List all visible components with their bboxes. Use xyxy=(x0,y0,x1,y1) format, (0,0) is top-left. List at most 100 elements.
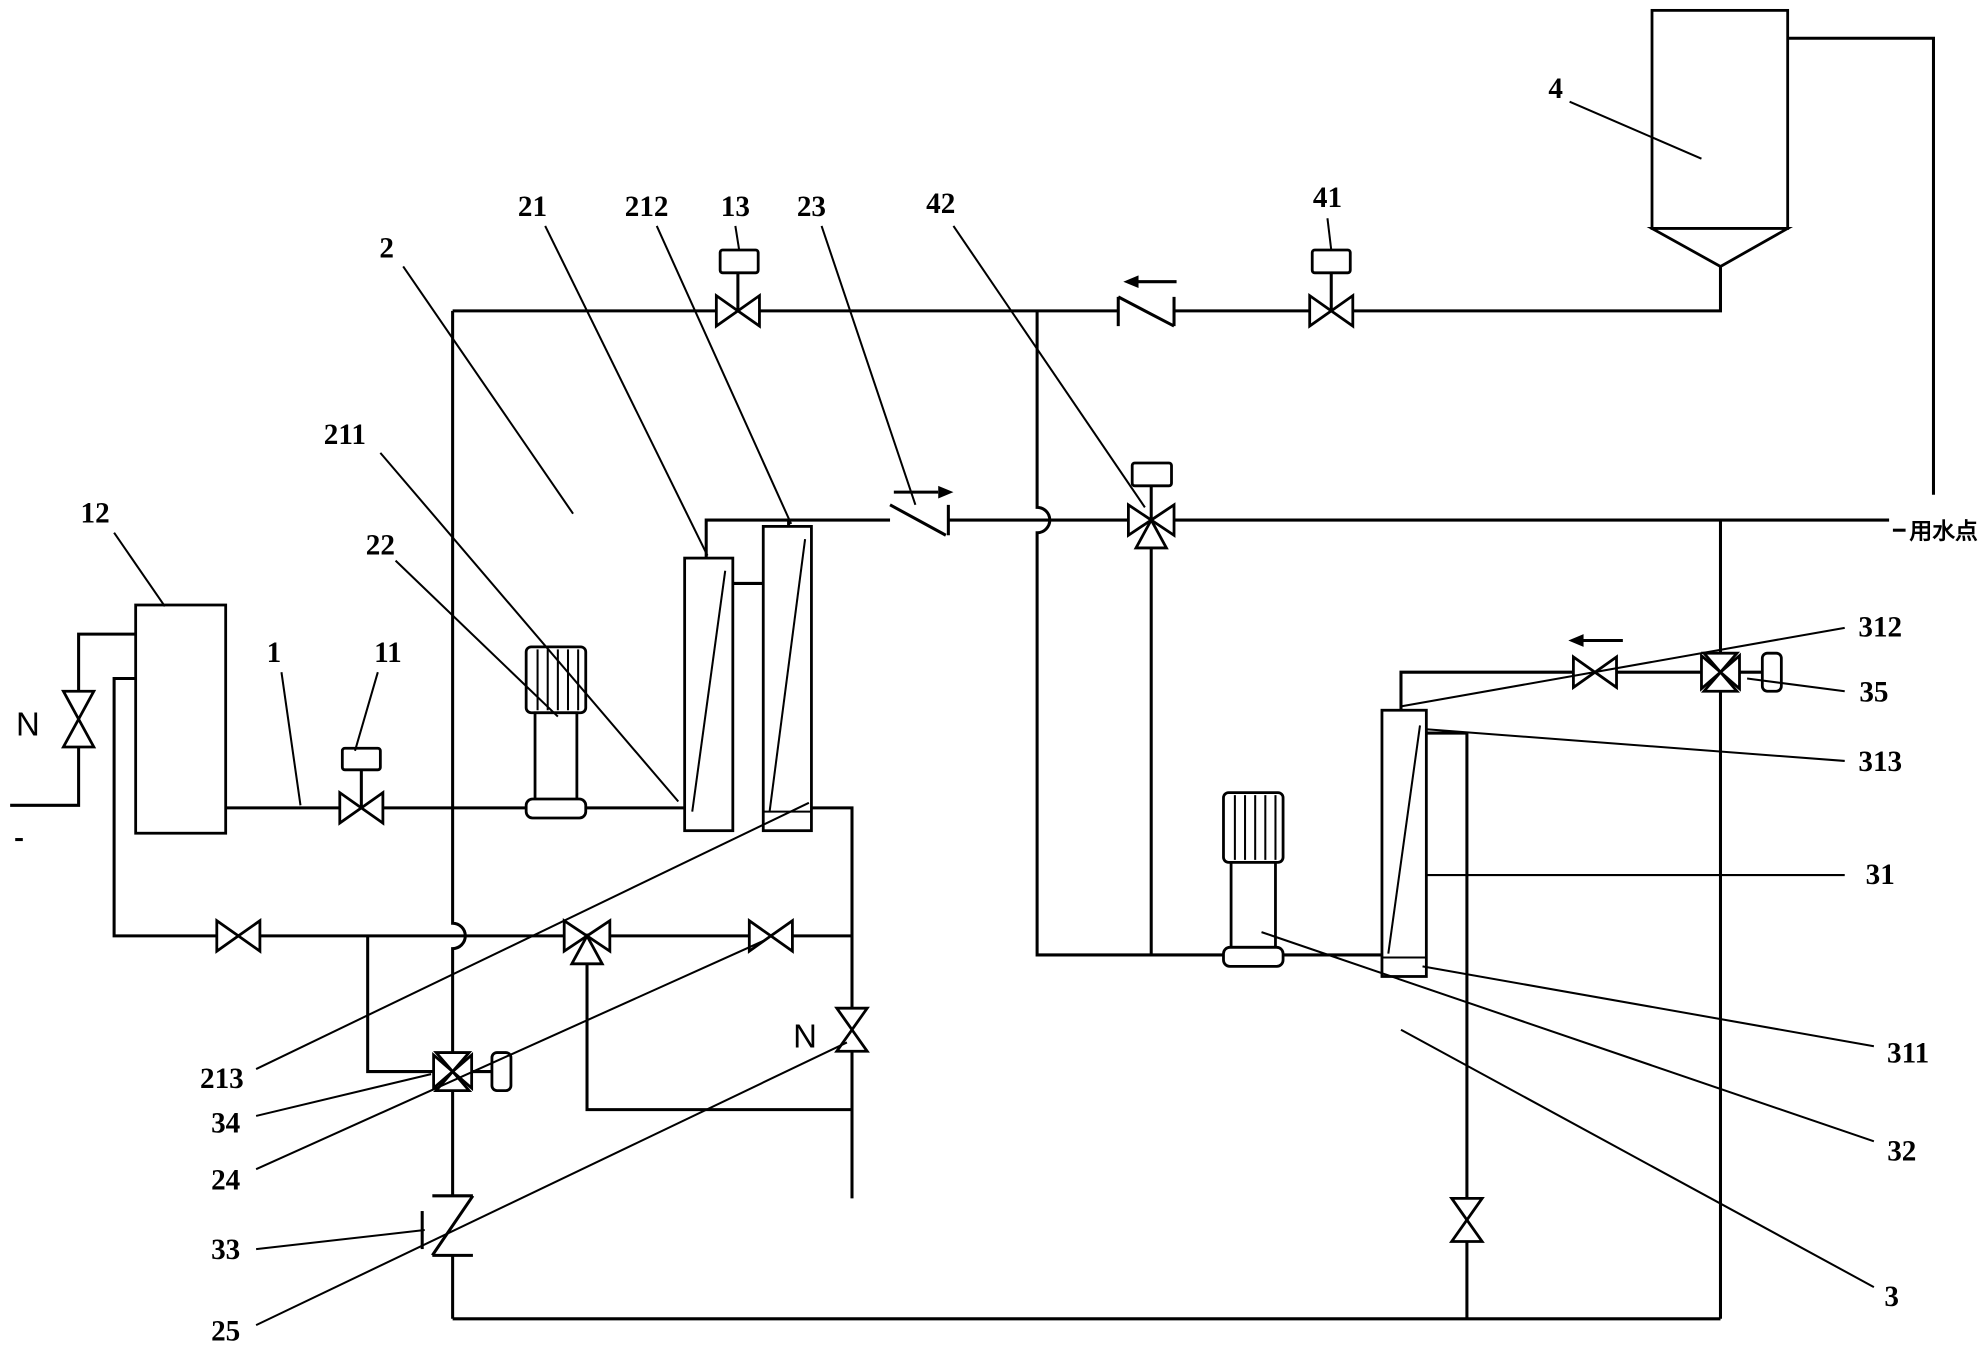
leader-313 xyxy=(1426,728,1845,762)
valve-25-bottom xyxy=(834,1027,870,1053)
flow-arrowhead-left-top xyxy=(1123,275,1139,289)
valve-25: N xyxy=(793,1006,870,1054)
valve-34-left xyxy=(432,1052,455,1092)
valve-recirc-1 xyxy=(215,918,262,954)
label-1: 1 xyxy=(267,637,282,669)
label-42: 42 xyxy=(926,188,955,220)
valve-42 xyxy=(1126,461,1176,550)
label-41: 41 xyxy=(1313,182,1342,214)
pipe-top-main xyxy=(452,266,1723,313)
valve-35-bottom xyxy=(1700,670,1741,693)
label-312: 312 xyxy=(1858,612,1902,644)
leader-1 xyxy=(280,672,302,806)
leader-32 xyxy=(1261,931,1875,1143)
leader-311 xyxy=(1422,965,1875,1048)
label-22: 22 xyxy=(366,529,395,561)
label-213: 213 xyxy=(200,1063,244,1095)
valve-41-actuator xyxy=(1310,248,1352,275)
valve-41 xyxy=(1308,248,1355,329)
check-valve-top xyxy=(1116,275,1177,328)
valve-42-left xyxy=(1126,502,1154,538)
check-valve-23-symbol xyxy=(889,503,950,537)
outlet-label: 用水点 xyxy=(1909,519,1978,545)
leader-42 xyxy=(952,225,1146,508)
leader-lines xyxy=(113,100,1875,1327)
leader-213 xyxy=(255,801,810,1070)
label-211: 211 xyxy=(324,419,366,451)
valve-recirc-2 xyxy=(747,918,794,954)
inlet-valve-top xyxy=(61,689,97,723)
label-23: 23 xyxy=(797,191,826,223)
valve-11-left xyxy=(338,789,364,826)
pump-22 xyxy=(524,645,588,820)
valve-recirc-1-right xyxy=(235,918,262,954)
label-4: 4 xyxy=(1548,73,1563,105)
pump-22-base xyxy=(524,797,588,820)
leader-33 xyxy=(255,1229,425,1251)
pump-32-base xyxy=(1222,945,1285,968)
valve-35-left xyxy=(1700,652,1723,692)
pipe-valve24-down xyxy=(585,963,852,1112)
pipe-tank4-vent xyxy=(1787,36,1936,495)
reference-labels: 12 1 11 22 211 2 21 212 13 23 42 41 4 31… xyxy=(81,73,1979,1347)
leader-211 xyxy=(379,452,680,803)
tank-4 xyxy=(1646,8,1793,269)
flow-arrowhead-right-23 xyxy=(938,485,954,499)
valve-filter31-line-right xyxy=(1592,654,1618,691)
pipe-product-line xyxy=(704,518,1890,559)
valve-13 xyxy=(714,248,761,329)
pump-32 xyxy=(1222,791,1285,968)
pipe-left-vertical xyxy=(451,310,467,1319)
valve-42-actuator xyxy=(1130,461,1173,488)
valve-11 xyxy=(338,746,385,826)
valve-35 xyxy=(1700,651,1783,693)
leader-4 xyxy=(1569,100,1702,160)
leader-2 xyxy=(402,265,574,515)
valve-11-actuator xyxy=(340,746,382,772)
valve-34 xyxy=(432,1051,513,1092)
valve-24-right xyxy=(584,918,612,954)
filter-31 xyxy=(1380,708,1428,978)
valve-filter31-line-left xyxy=(1572,654,1598,691)
valve-recirc-2-right xyxy=(768,918,794,954)
leader-23 xyxy=(820,225,917,506)
leader-3 xyxy=(1400,1028,1875,1288)
label-311: 311 xyxy=(1887,1038,1929,1070)
pipe-filter31-top xyxy=(1399,670,1702,711)
pipe-filter212-outlet xyxy=(811,806,854,1199)
label-313: 313 xyxy=(1858,746,1902,778)
label-25: 25 xyxy=(211,1315,240,1347)
label-35: 35 xyxy=(1859,676,1888,708)
valve-24-left xyxy=(562,918,590,954)
leader-11 xyxy=(354,671,379,752)
label-13: 13 xyxy=(721,191,750,223)
pump-22-motor-fins xyxy=(536,649,580,711)
filter-21 xyxy=(683,556,735,833)
inlet-valve: N xyxy=(16,689,97,749)
inlet-valve-mark: N xyxy=(16,706,40,743)
tank-4-body xyxy=(1650,8,1790,230)
leader-312 xyxy=(1400,626,1845,708)
valve-return-drain xyxy=(1449,1196,1485,1243)
filter-212 xyxy=(761,524,813,833)
leader-12 xyxy=(113,532,166,607)
valve-13-actuator xyxy=(718,248,760,275)
valve-35-actuator xyxy=(1760,651,1783,693)
leader-24 xyxy=(255,940,764,1171)
leader-35 xyxy=(1746,677,1845,693)
filter-212-element xyxy=(768,538,807,812)
valve-41-left xyxy=(1308,292,1334,329)
leader-34 xyxy=(255,1073,432,1117)
flow-arrowhead-left-31 xyxy=(1568,634,1584,647)
valve-41-right xyxy=(1328,292,1355,329)
label-2: 2 xyxy=(379,233,394,265)
valve-13-right xyxy=(735,292,761,329)
leader-21 xyxy=(544,225,709,557)
pump-22-motor xyxy=(524,645,588,715)
pipes xyxy=(10,36,1936,1321)
valve-42-bottom xyxy=(1133,517,1169,550)
drain-valve-mark: N xyxy=(793,1017,817,1054)
pump-22-body xyxy=(533,711,579,803)
label-212: 212 xyxy=(625,191,669,223)
